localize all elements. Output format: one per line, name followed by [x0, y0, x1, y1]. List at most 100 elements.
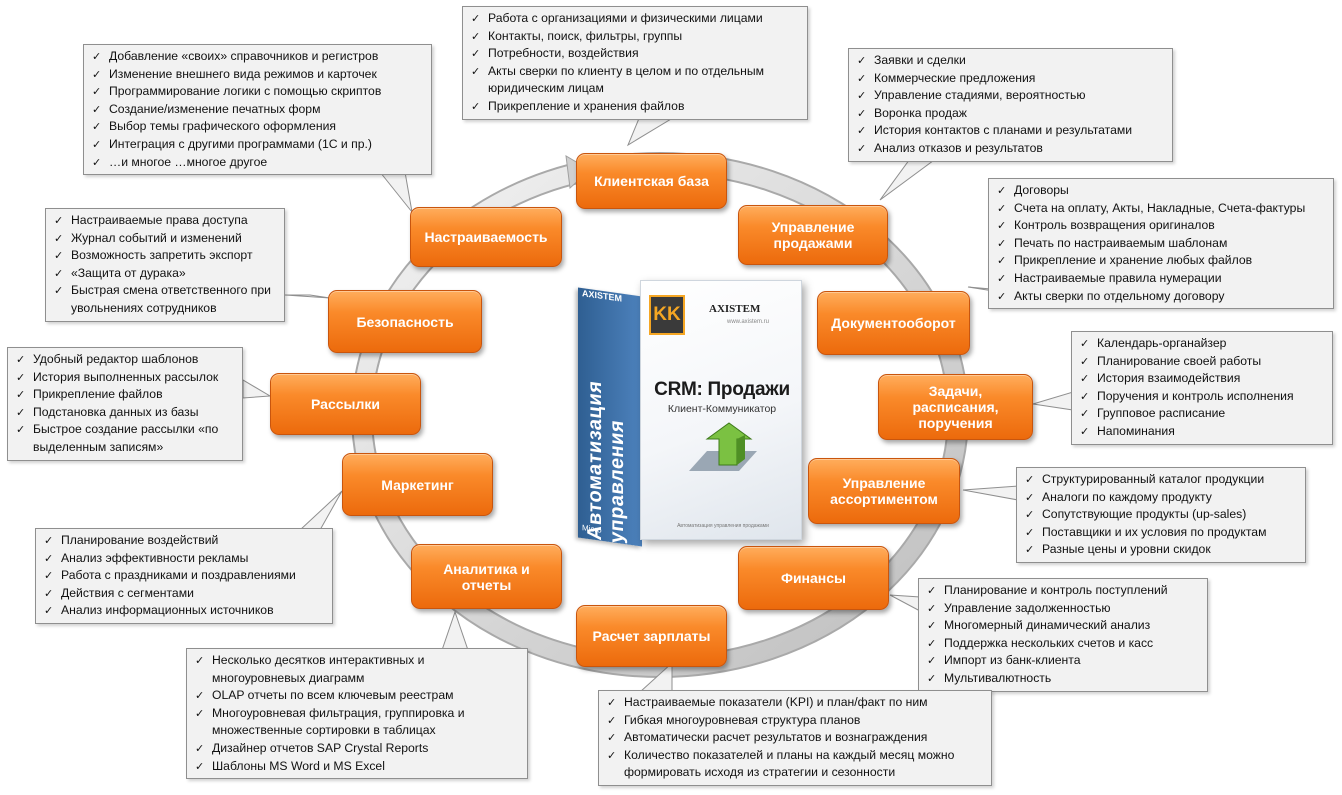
callout-item: Поручения и контроль исполнения — [1080, 388, 1326, 406]
callout-item: Календарь-органайзер — [1080, 335, 1326, 353]
growth-arrow-icon — [689, 422, 757, 471]
callout-item: Настраиваемые права доступа — [54, 212, 278, 230]
callout-customizability: Добавление «своих» справочников и регист… — [83, 44, 432, 176]
spine-title: Автоматизация управления — [584, 379, 628, 545]
callout-item: Структурированный каталог продукции — [1025, 471, 1299, 489]
node-assortment[interactable]: Управление ассортиментом — [808, 458, 960, 524]
callout-analytics: Несколько десятков интерактивных и много… — [186, 648, 528, 780]
callout-mailing: Удобный редактор шаблонов История выполн… — [7, 347, 243, 461]
callout-item: Акты сверки по отдельному договору — [997, 288, 1327, 306]
callout-item: Потребности, воздействия — [471, 45, 801, 63]
product-subtitle: Клиент-Коммуникатор — [667, 403, 777, 415]
callout-item: История выполненных рассылок — [16, 369, 236, 387]
node-label: Финансы — [781, 570, 846, 586]
node-label: Рассылки — [311, 396, 380, 412]
node-label: Аналитика и отчеты — [443, 560, 530, 593]
node-marketing[interactable]: Маркетинг — [342, 453, 493, 516]
callout-item: Воронка продаж — [857, 105, 1166, 123]
callout-item: Многомерный динамический анализ — [927, 617, 1201, 635]
callout-item: Акты сверки по клиенту в целом и по отде… — [471, 63, 801, 98]
callout-item: Интеграция с другими программами (1С и п… — [92, 136, 425, 154]
node-client-base[interactable]: Клиентская база — [576, 153, 727, 209]
callout-item: Планирование своей работы — [1080, 353, 1326, 371]
callout-item: Шаблоны MS Word и MS Excel — [195, 758, 521, 776]
callout-item: Импорт из банк-клиента — [927, 652, 1201, 670]
callout-item: Управление стадиями, вероятностью — [857, 87, 1166, 105]
callout-item: Гибкая многоуровневая структура планов — [607, 712, 985, 730]
callout-sales: Заявки и сделки Коммерческие предложения… — [848, 48, 1173, 162]
callout-item: Настраиваемые показатели (KPI) и план/фа… — [607, 694, 985, 712]
callout-salary: Настраиваемые показатели (KPI) и план/фа… — [598, 690, 992, 786]
callout-item: Планирование и контроль поступлений — [927, 582, 1201, 600]
callout-item: Журнал событий и изменений — [54, 230, 278, 248]
callout-item: OLAP отчеты по всем ключевым реестрам — [195, 687, 521, 705]
brand-logo: AXISTEM — [709, 303, 761, 315]
node-finance[interactable]: Финансы — [738, 546, 889, 610]
callout-tasks: Календарь-органайзер Планирование своей … — [1071, 331, 1333, 445]
callout-assortment: Структурированный каталог продукции Анал… — [1016, 467, 1306, 563]
callout-item: Подстановка данных из базы — [16, 404, 236, 422]
node-label: Расчет зарплаты — [592, 628, 711, 644]
node-label: Документооборот — [831, 315, 956, 331]
callout-item: Анализ отказов и результатов — [857, 140, 1166, 158]
node-customizability[interactable]: Настраиваемость — [410, 207, 562, 267]
callout-item: Быстрая смена ответственного при увольне… — [54, 282, 278, 317]
callout-item: Печать по настраиваемым шаблонам — [997, 235, 1327, 253]
callout-item: Прикрепление файлов — [16, 386, 236, 404]
node-mailing[interactable]: Рассылки — [270, 373, 421, 435]
node-security[interactable]: Безопасность — [328, 290, 482, 353]
callout-item: Программирование логики с помощью скрипт… — [92, 83, 425, 101]
callout-item: Разные цены и уровни скидок — [1025, 541, 1299, 559]
callout-item: Выбор темы графического оформления — [92, 118, 425, 136]
brand-url: www.axistem.ru — [727, 319, 770, 325]
callout-item: Контроль возвращения оригиналов — [997, 217, 1327, 235]
node-tasks[interactable]: Задачи, расписания, поручения — [878, 374, 1033, 440]
kk-logo: KK — [649, 295, 685, 335]
node-label: Управление ассортиментом — [830, 475, 938, 507]
callout-item: Групповое расписание — [1080, 405, 1326, 423]
callout-item: Работа с праздниками и поздравлениями — [44, 567, 326, 585]
callout-item: Планирование воздействий — [44, 532, 326, 550]
product-box-spine: AXISTEM Автоматизация управления Micro — [578, 287, 642, 547]
callout-item: Сопутствующие продукты (up-sales) — [1025, 506, 1299, 524]
callout-item: Количество показателей и планы на каждый… — [607, 747, 985, 782]
node-label: Маркетинг — [381, 476, 454, 493]
callout-item: Возможность запретить экспорт — [54, 247, 278, 265]
callout-item: Прикрепление и хранения файлов — [471, 98, 801, 116]
callout-item: Прикрепление и хранение любых файлов — [997, 252, 1327, 270]
callout-item: Анализ информационных источников — [44, 602, 326, 620]
callout-item: Договоры — [997, 182, 1327, 200]
callout-item: Многоуровневая фильтрация, группировка и… — [195, 705, 521, 740]
callout-client-base: Работа с организациями и физическими лиц… — [462, 6, 808, 120]
callout-item: Действия с сегментами — [44, 585, 326, 603]
callout-item: История контактов с планами и результата… — [857, 122, 1166, 140]
node-sales-management[interactable]: Управление продажами — [738, 205, 888, 265]
product-title: CRM: Продажи — [654, 379, 790, 400]
node-document-flow[interactable]: Документооборот — [817, 291, 970, 355]
callout-item: Дизайнер отчетов SAP Crystal Reports — [195, 740, 521, 758]
node-label: Безопасность — [356, 313, 454, 330]
node-label: Управление продажами — [771, 219, 855, 251]
callout-finance: Планирование и контроль поступлений Упра… — [918, 578, 1208, 692]
callout-item: Управление задолженностью — [927, 600, 1201, 618]
callout-item: Контакты, поиск, фильтры, группы — [471, 28, 801, 46]
callout-item: Коммерческие предложения — [857, 70, 1166, 88]
callout-item: Счета на оплату, Акты, Накладные, Счета-… — [997, 200, 1327, 218]
callout-item: Несколько десятков интерактивных и много… — [195, 652, 521, 687]
callout-item: …и многое …многое другое — [92, 154, 425, 172]
callout-item: Удобный редактор шаблонов — [16, 351, 236, 369]
callout-item: Создание/изменение печатных форм — [92, 101, 425, 119]
callout-item: Мультивалютность — [927, 670, 1201, 688]
product-box: AXISTEM Автоматизация управления Micro K… — [578, 280, 802, 547]
spine-brand: AXISTEM — [582, 288, 623, 304]
node-label: Клиентская база — [594, 173, 709, 189]
callout-item: Быстрое создание рассылки «по выделенным… — [16, 421, 236, 456]
callout-item: Заявки и сделки — [857, 52, 1166, 70]
callout-item: Автоматически расчет результатов и возна… — [607, 729, 985, 747]
node-analytics[interactable]: Аналитика и отчеты — [411, 544, 562, 609]
callout-item: Напоминания — [1080, 423, 1326, 441]
node-salary[interactable]: Расчет зарплаты — [576, 605, 727, 667]
callout-item: Настраиваемые правила нумерации — [997, 270, 1327, 288]
callout-item: Изменение внешнего вида режимов и карточ… — [92, 66, 425, 84]
callout-item: Анализ эффективности рекламы — [44, 550, 326, 568]
